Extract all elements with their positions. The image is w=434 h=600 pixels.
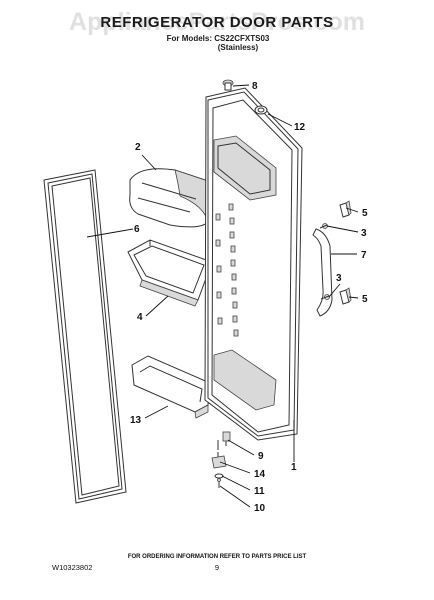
callout-13: 13 — [130, 415, 142, 426]
callout-6: 6 — [134, 224, 140, 235]
callout-10: 10 — [254, 503, 266, 514]
callout-1: 1 — [291, 462, 297, 473]
model-subtitle: For Models: CS22CFXTS03 — [167, 34, 270, 43]
top-hinge-bushing-part — [222, 79, 234, 91]
plug-part — [254, 105, 268, 115]
bottom-washer-part — [214, 473, 224, 479]
callout-9: 9 — [258, 451, 264, 462]
callout-5-upper: 5 — [362, 208, 368, 219]
refrigerator-door-part — [204, 87, 303, 441]
callout-2: 2 — [135, 142, 141, 153]
door-stop-part — [211, 455, 227, 469]
door-shelf-rail-part — [131, 355, 211, 419]
page-number: 9 — [215, 563, 219, 572]
door-handle-part — [312, 228, 333, 317]
upper-handle-screw-part — [319, 223, 328, 229]
document-number: W10323802 — [52, 563, 92, 572]
liner-studs — [215, 203, 239, 337]
dairy-compartment-part — [129, 168, 211, 228]
callout-12: 12 — [294, 122, 306, 133]
bottom-hinge-bushing-part — [222, 431, 231, 446]
callout-5-lower: 5 — [362, 294, 368, 305]
door-bin-part — [127, 239, 213, 307]
door-gasket-part — [43, 169, 127, 504]
upper-end-cap-part — [339, 200, 352, 218]
callout-3-lower: 3 — [336, 273, 342, 284]
callout-11: 11 — [254, 486, 265, 497]
callout-3-upper: 3 — [361, 228, 367, 239]
leader-lines — [86, 84, 359, 508]
finish-subtitle: (Stainless) — [218, 43, 259, 52]
callout-8: 8 — [252, 81, 258, 92]
bottom-screw-part — [217, 478, 221, 488]
page-title: REFRIGERATOR DOOR PARTS — [100, 14, 333, 31]
lower-end-cap-part — [339, 287, 352, 305]
watermark-text: AppliancePartsPros.com — [69, 8, 365, 36]
callout-4: 4 — [137, 312, 143, 323]
callout-14: 14 — [254, 469, 266, 480]
callout-7: 7 — [361, 250, 367, 261]
ordering-note: FOR ORDERING INFORMATION REFER TO PARTS … — [128, 554, 307, 560]
